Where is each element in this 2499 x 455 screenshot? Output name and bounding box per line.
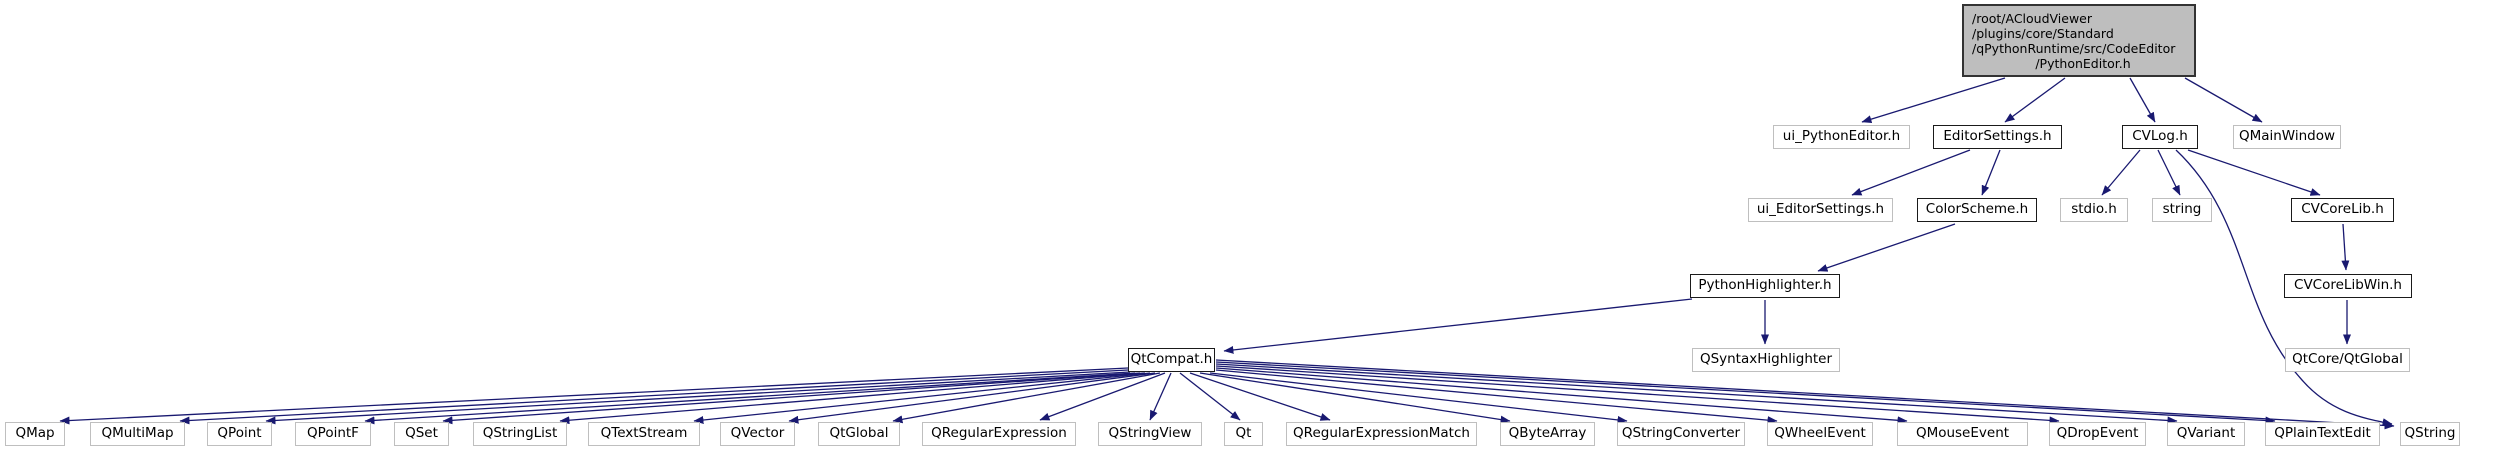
- edge-QtCompat-to-QStringList: [559, 372, 1146, 425]
- edge-QtCompat-to-QDropEvent: [1215, 365, 2060, 425]
- node-QtCompat[interactable]: QtCompat.h: [1128, 348, 1215, 372]
- node-ui_EditorSettings: ui_EditorSettings.h: [1748, 198, 1893, 222]
- node-QSyntaxHighlighter: QSyntaxHighlighter: [1692, 348, 1840, 372]
- node-QStringList: QStringList: [473, 422, 567, 446]
- node-CVCoreLib[interactable]: CVCoreLib.h: [2291, 198, 2394, 222]
- edge-QtCompat-to-QMultiMap: [179, 369, 1129, 425]
- edge-QtCompat-to-QPointF: [364, 372, 1136, 425]
- node-QByteArray: QByteArray: [1500, 422, 1595, 446]
- node-QMap: QMap: [5, 422, 65, 446]
- edge-PythonEditor-to-QMainWindow: [2184, 77, 2263, 123]
- node-PythonHighlighter[interactable]: PythonHighlighter.h: [1690, 274, 1840, 298]
- node-Qt: Qt: [1224, 422, 1263, 446]
- node-QSet: QSet: [394, 422, 449, 446]
- edge-QtCompat-to-QVector: [788, 372, 1156, 424]
- edge-QtCompat-to-Qt: [1179, 372, 1241, 421]
- edge-CVCoreLib-to-CVCoreLibWin: [2341, 223, 2350, 271]
- node-QTextStream: QTextStream: [588, 422, 700, 446]
- edge-PythonHighlighter-to-QtCompat: [1223, 298, 1693, 354]
- node-QRegularExpressionMatch: QRegularExpressionMatch: [1286, 422, 1477, 446]
- edge-QtCompat-to-QRegularExpression: [1039, 372, 1166, 421]
- edge-CVLog-to-CVCoreLib: [2187, 149, 2321, 196]
- edge-PythonEditor-to-ui_PythonEditor: [1861, 77, 2006, 124]
- node-ui_PythonEditor: ui_PythonEditor.h: [1773, 125, 1910, 149]
- node-QStringView: QStringView: [1098, 422, 1202, 446]
- node-QString: QString: [2400, 422, 2460, 446]
- edge-QtCompat-to-QPoint: [265, 371, 1131, 425]
- edge-PythonEditor-to-CVLog: [2129, 77, 2156, 123]
- edge-QtCompat-to-QStringConverter: [1209, 372, 1628, 424]
- node-QDropEvent: QDropEvent: [2049, 422, 2146, 446]
- node-QMultiMap: QMultiMap: [90, 422, 185, 446]
- node-CVCoreLibWin[interactable]: CVCoreLibWin.h: [2284, 274, 2412, 298]
- node-string: string: [2152, 198, 2212, 222]
- edge-QtCompat-to-QtGlobal: [892, 372, 1161, 424]
- edge-QtCompat-to-QPlainTextEdit: [1215, 361, 2276, 425]
- edge-PythonEditor-to-EditorSettings: [2004, 77, 2066, 123]
- edge-QtCompat-to-QMap: [59, 367, 1129, 425]
- edge-QtCompat-to-QString: [1215, 359, 2395, 430]
- node-QPointF: QPointF: [295, 422, 371, 446]
- edge-QtCompat-to-QWheelEvent: [1215, 369, 1778, 425]
- edge-QtCompat-to-QByteArray: [1199, 372, 1511, 424]
- main-node-line: /PythonEditor.h: [2035, 55, 2131, 71]
- edge-QtCompat-to-QRegularExpressionMatch: [1189, 372, 1331, 421]
- edge-QtCompat-to-QVariant: [1215, 363, 2178, 425]
- edge-CVLog-to-stdio: [2101, 149, 2141, 196]
- edge-CVLog-to-QString: [2175, 149, 2393, 427]
- edge-QtCompat-to-QStringView: [1149, 372, 1172, 421]
- node-QtGlobal: QtGlobal: [818, 422, 900, 446]
- main-node-line: /plugins/core/Standard: [1972, 25, 2114, 41]
- node-ColorScheme[interactable]: ColorScheme.h: [1917, 198, 2037, 222]
- main-node-line: /qPythonRuntime/src/CodeEditor: [1972, 40, 2176, 56]
- edge-EditorSettings-to-ColorScheme: [1981, 149, 2001, 196]
- edge-QtCompat-to-QTextStream: [693, 372, 1151, 424]
- main-node-line: /root/ACloudViewer: [1972, 10, 2093, 26]
- node-QMainWindow: QMainWindow: [2233, 125, 2341, 149]
- node-QVector: QVector: [720, 422, 795, 446]
- node-QWheelEvent: QWheelEvent: [1767, 422, 1873, 446]
- edge-QtCompat-to-QMouseEvent: [1215, 367, 1908, 425]
- node-CVLog[interactable]: CVLog.h: [2122, 125, 2198, 149]
- edge-EditorSettings-to-ui_EditorSettings: [1851, 149, 1971, 196]
- node-QtCoreQtGlobal: QtCore/QtGlobal: [2285, 348, 2410, 372]
- edge-QtCompat-to-QSet: [442, 372, 1141, 425]
- node-PythonEditor: /root/ACloudViewer/plugins/core/Standard…: [1962, 4, 2196, 77]
- node-stdio: stdio.h: [2060, 198, 2128, 222]
- edge-CVLog-to-string: [2157, 149, 2181, 196]
- node-QStringConverter: QStringConverter: [1617, 422, 1745, 446]
- node-QPoint: QPoint: [207, 422, 272, 446]
- node-QMouseEvent: QMouseEvent: [1897, 422, 2028, 446]
- edge-ColorScheme-to-PythonHighlighter: [1817, 223, 1956, 272]
- node-QVariant: QVariant: [2167, 422, 2245, 446]
- node-EditorSettings[interactable]: EditorSettings.h: [1933, 125, 2062, 149]
- node-QPlainTextEdit: QPlainTextEdit: [2265, 422, 2380, 446]
- node-QRegularExpression: QRegularExpression: [922, 422, 1076, 446]
